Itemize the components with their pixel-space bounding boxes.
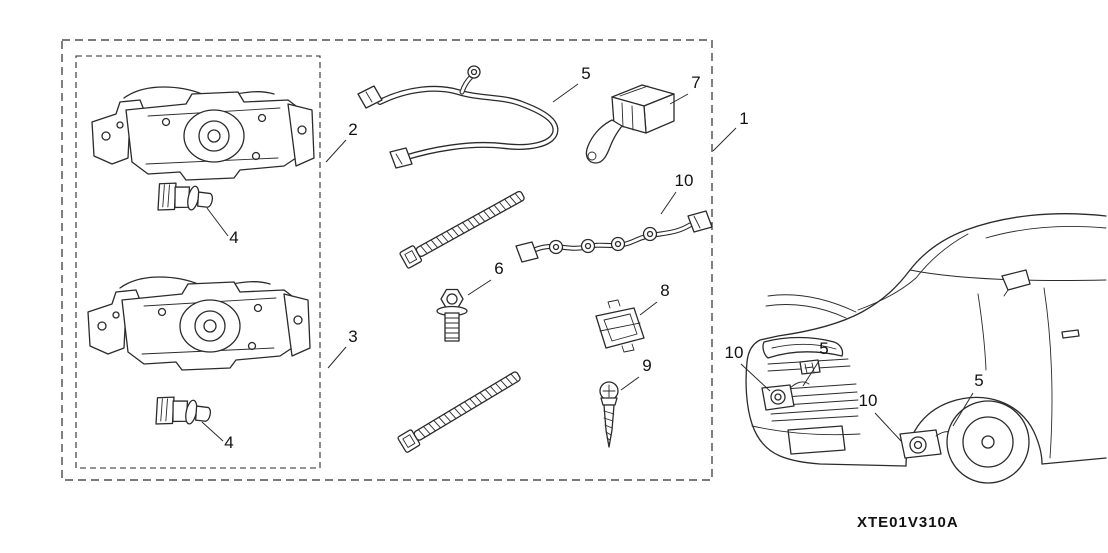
callout-switch: 7 xyxy=(691,73,700,92)
callout-bracket-upper: 2 xyxy=(348,120,357,139)
fog-light-bracket-upper xyxy=(91,86,315,181)
wire-tie-lower xyxy=(396,366,524,454)
callout-car-right-fog: 10 xyxy=(859,391,878,410)
fog-light-bulb-lower xyxy=(151,392,213,436)
callout-bracket-lower: 3 xyxy=(348,327,357,346)
callout-car-left-harness: 5 xyxy=(819,339,828,358)
callout-kit: 1 xyxy=(739,109,748,128)
flange-bolt xyxy=(436,288,468,342)
callout-car-left-fog: 10 xyxy=(725,343,744,362)
kit-boundary-box xyxy=(61,39,713,481)
callout-screw: 9 xyxy=(642,356,651,375)
sub-harness xyxy=(515,210,713,263)
car-illustration xyxy=(745,213,1107,484)
callout-bulb-lower: 4 xyxy=(224,433,233,452)
leader-lines xyxy=(201,83,974,442)
fog-light-bracket-lower xyxy=(87,276,311,371)
bracket-subgroup-box xyxy=(75,55,321,469)
tapping-screw xyxy=(599,381,619,448)
callout-subharness: 10 xyxy=(675,171,694,190)
fog-light-bulb-upper xyxy=(153,178,215,222)
diagram-code: XTE01V310A xyxy=(857,514,959,531)
wire-harness xyxy=(357,65,559,169)
harness-clip xyxy=(595,299,645,353)
callout-car-right-harness: 5 xyxy=(974,371,983,390)
wire-tie-upper xyxy=(398,186,528,270)
callout-clip: 8 xyxy=(660,281,669,300)
callout-bulb-upper: 4 xyxy=(229,228,238,247)
fog-light-switch xyxy=(585,84,675,164)
callout-bolt: 6 xyxy=(494,259,503,278)
callout-harness: 5 xyxy=(581,64,590,83)
callout-labels: 1 2 3 4 4 5 6 7 8 9 10 10 5 10 5 xyxy=(224,64,983,452)
